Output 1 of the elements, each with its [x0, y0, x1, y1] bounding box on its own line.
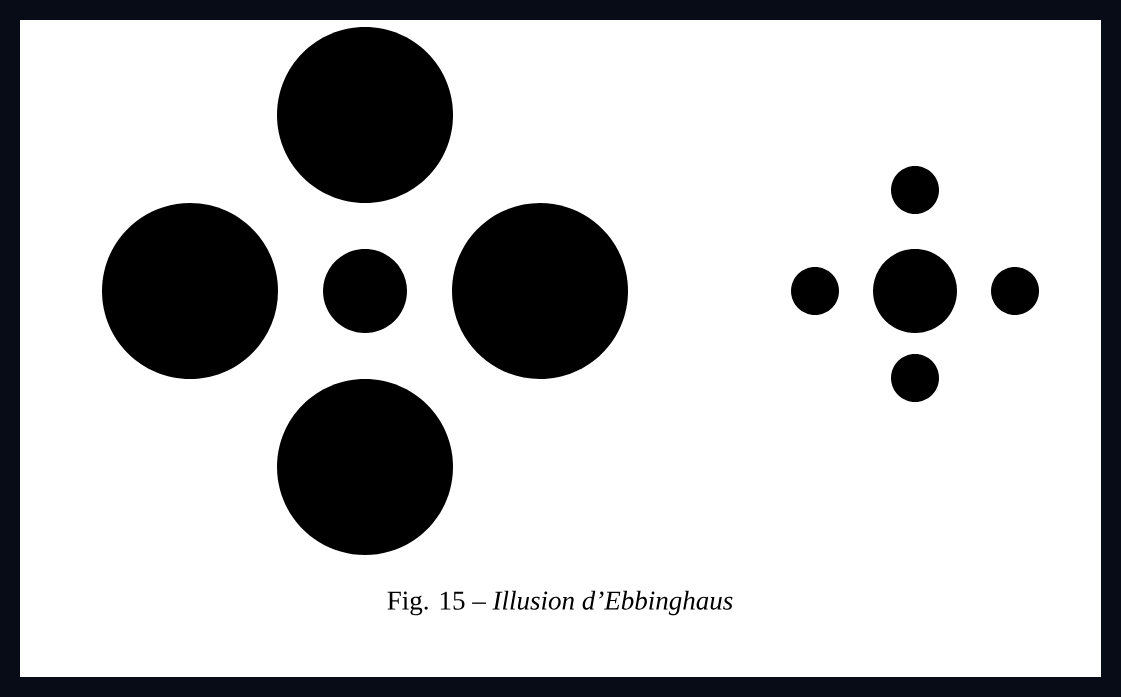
- figure-caption: Fig. 15 – Illusion d’Ebbinghaus: [387, 590, 733, 616]
